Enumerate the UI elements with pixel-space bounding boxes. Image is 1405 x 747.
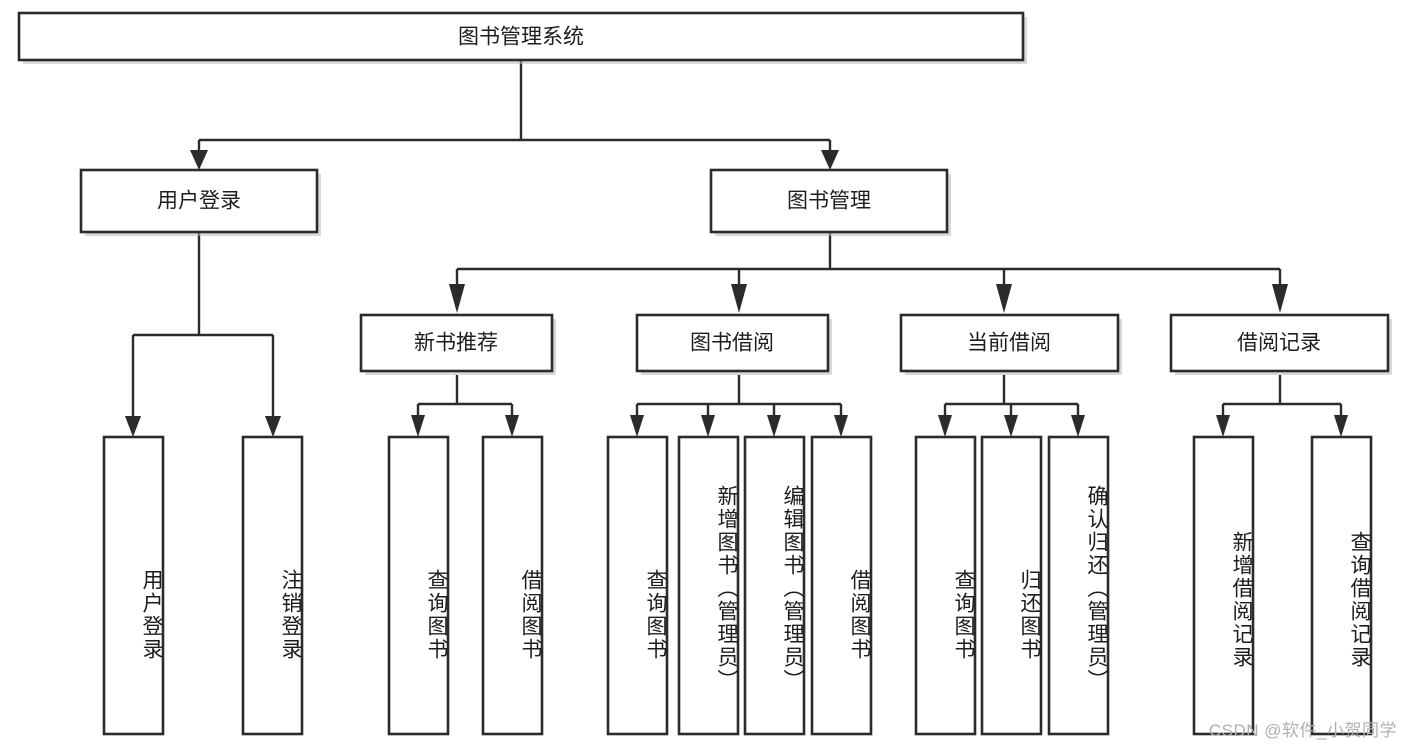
arrow-to-user-login bbox=[190, 150, 208, 170]
arrow-to-leaf-edit-book bbox=[767, 415, 781, 437]
connector-group-current-borrow bbox=[938, 375, 1085, 437]
node-user-login[interactable]: 用户登录 bbox=[79, 168, 321, 236]
node-current-borrow[interactable]: 当前借阅 bbox=[899, 313, 1122, 375]
connector-group-user-login bbox=[125, 232, 281, 437]
arrow-to-borrow-record bbox=[1272, 284, 1288, 313]
arrow-to-book-manage bbox=[821, 150, 839, 170]
node-nbr-label: 新书推荐 bbox=[414, 332, 498, 355]
leaf-add-book-box[interactable] bbox=[677, 435, 740, 736]
node-root[interactable]: 图书管理系统 bbox=[17, 11, 1027, 64]
leaf-return-book-box[interactable] bbox=[980, 435, 1043, 736]
node-root-label: 图书管理系统 bbox=[458, 26, 584, 49]
leaf-query-book-3-box[interactable] bbox=[914, 435, 977, 736]
arrow-to-leaf-borrow-book-2 bbox=[834, 415, 848, 437]
node-nbr-box[interactable] bbox=[359, 313, 554, 373]
node-cb-box[interactable] bbox=[899, 313, 1120, 373]
node-user-login-label: 用户登录 bbox=[157, 190, 241, 213]
csdn-watermark: CSDN @软件_小贺同学 bbox=[1208, 721, 1397, 740]
node-book-borrow[interactable]: 图书借阅 bbox=[635, 313, 832, 375]
node-user-login-box[interactable] bbox=[79, 168, 319, 234]
leaf-query-record-label: 查询借阅记录 bbox=[1348, 531, 1371, 669]
leaf-edit-book-label: 编辑图书（管理员） bbox=[781, 484, 804, 692]
arrow-to-leaf-query-book-2 bbox=[630, 415, 644, 437]
leaf-query-book-1-box[interactable] bbox=[387, 435, 450, 736]
arrow-to-leaf-query-book-1 bbox=[411, 415, 425, 437]
connector-group-book-borrow bbox=[630, 375, 848, 437]
arrow-to-leaf-confirm-return bbox=[1071, 415, 1085, 437]
leaf-query-record-box[interactable] bbox=[1310, 435, 1373, 736]
leaf-query-book-2-label: 查询图书 bbox=[644, 569, 667, 661]
arrow-to-leaf-return-book bbox=[1004, 415, 1018, 437]
arrow-to-leaf-logout-login bbox=[265, 416, 281, 437]
arrow-to-leaf-add-record bbox=[1216, 415, 1230, 437]
leaf-user-login-box[interactable] bbox=[102, 435, 165, 736]
arrow-to-leaf-query-record bbox=[1334, 415, 1348, 437]
leaf-confirm-return-box[interactable] bbox=[1047, 435, 1110, 736]
leaf-add-record-box[interactable] bbox=[1192, 435, 1255, 736]
node-cb-label: 当前借阅 bbox=[967, 332, 1051, 355]
node-br-box[interactable] bbox=[1169, 313, 1390, 373]
leaf-borrow-book-2-box[interactable] bbox=[810, 435, 873, 736]
connector-group-book-manage bbox=[449, 232, 1288, 313]
leaf-user-login-label: 用户登录 bbox=[140, 569, 163, 661]
leaf-return-book-label: 归还图书 bbox=[1018, 569, 1041, 661]
arrow-to-leaf-add-book bbox=[701, 415, 715, 437]
node-new-book-recommend[interactable]: 新书推荐 bbox=[359, 313, 556, 375]
leaf-query-book-3-label: 查询图书 bbox=[952, 569, 975, 661]
leaf-confirm-return-label: 确认归还（管理员） bbox=[1085, 484, 1108, 692]
leaf-logout-login-label: 注销登录 bbox=[279, 569, 302, 661]
leaf-borrow-book-2-label: 借阅图书 bbox=[848, 569, 871, 661]
leaf-boxes bbox=[102, 435, 1373, 736]
node-borrow-record[interactable]: 借阅记录 bbox=[1169, 313, 1392, 375]
node-book-manage[interactable]: 图书管理 bbox=[709, 168, 951, 236]
arrow-to-leaf-user-login bbox=[125, 416, 141, 437]
node-book-manage-box[interactable] bbox=[709, 168, 949, 234]
connector-group-new-book-recommend bbox=[411, 375, 519, 437]
node-br-label: 借阅记录 bbox=[1237, 332, 1321, 355]
leaf-query-book-2-box[interactable] bbox=[606, 435, 669, 736]
leaf-add-record-label: 新增借阅记录 bbox=[1230, 531, 1253, 669]
leaf-borrow-book-1-label: 借阅图书 bbox=[519, 569, 542, 661]
connector-group-borrow-record bbox=[1216, 375, 1348, 437]
leaf-add-book-label: 新增图书（管理员） bbox=[715, 484, 738, 692]
leaf-borrow-book-1-box[interactable] bbox=[481, 435, 544, 736]
arrow-to-book-borrow bbox=[731, 284, 747, 313]
arrow-to-current-borrow bbox=[996, 284, 1012, 313]
node-bb-label: 图书借阅 bbox=[690, 332, 774, 355]
leaf-logout-login-box[interactable] bbox=[241, 435, 304, 736]
node-root-box[interactable] bbox=[17, 11, 1025, 62]
arrow-to-new-book-recommend bbox=[449, 284, 465, 313]
connector-group-root bbox=[190, 60, 839, 170]
leaf-edit-book-box[interactable] bbox=[743, 435, 806, 736]
leaf-query-book-1-label: 查询图书 bbox=[425, 569, 448, 661]
arrow-to-leaf-borrow-book-1 bbox=[505, 415, 519, 437]
node-book-manage-label: 图书管理 bbox=[787, 190, 871, 213]
arrow-to-leaf-query-book-3 bbox=[938, 415, 952, 437]
node-bb-box[interactable] bbox=[635, 313, 830, 373]
